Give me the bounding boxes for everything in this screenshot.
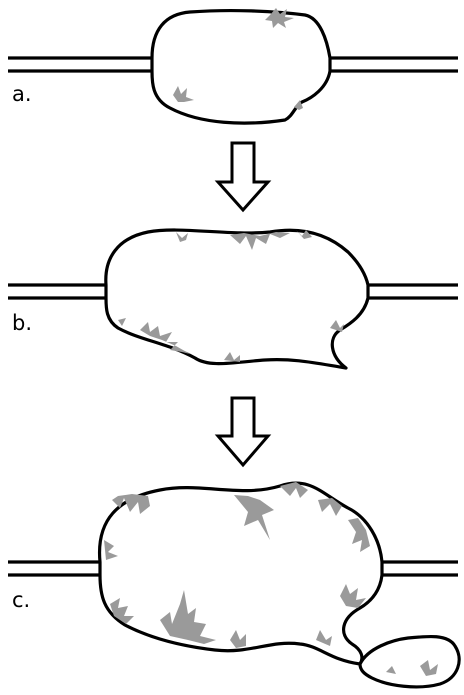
stage-c-channel [8,560,458,577]
down-arrow-icon [214,396,272,468]
stage-b-cavity [104,228,370,370]
stage-b-spikes [118,230,344,362]
stage-c [8,481,461,689]
stage-a [8,8,458,125]
stage-b-channel [8,283,458,300]
down-arrow-icon [214,141,272,213]
stage-c-spikes [104,482,438,676]
stage-c-label: c. [12,588,30,612]
stage-a-label: a. [12,82,32,106]
stage-c-bud [358,634,461,689]
stage-a-channel [8,56,458,73]
stage-a-cavity [150,8,332,125]
stage-a-spikes [173,8,303,110]
stage-b [8,228,458,370]
stage-b-label: b. [12,311,32,335]
